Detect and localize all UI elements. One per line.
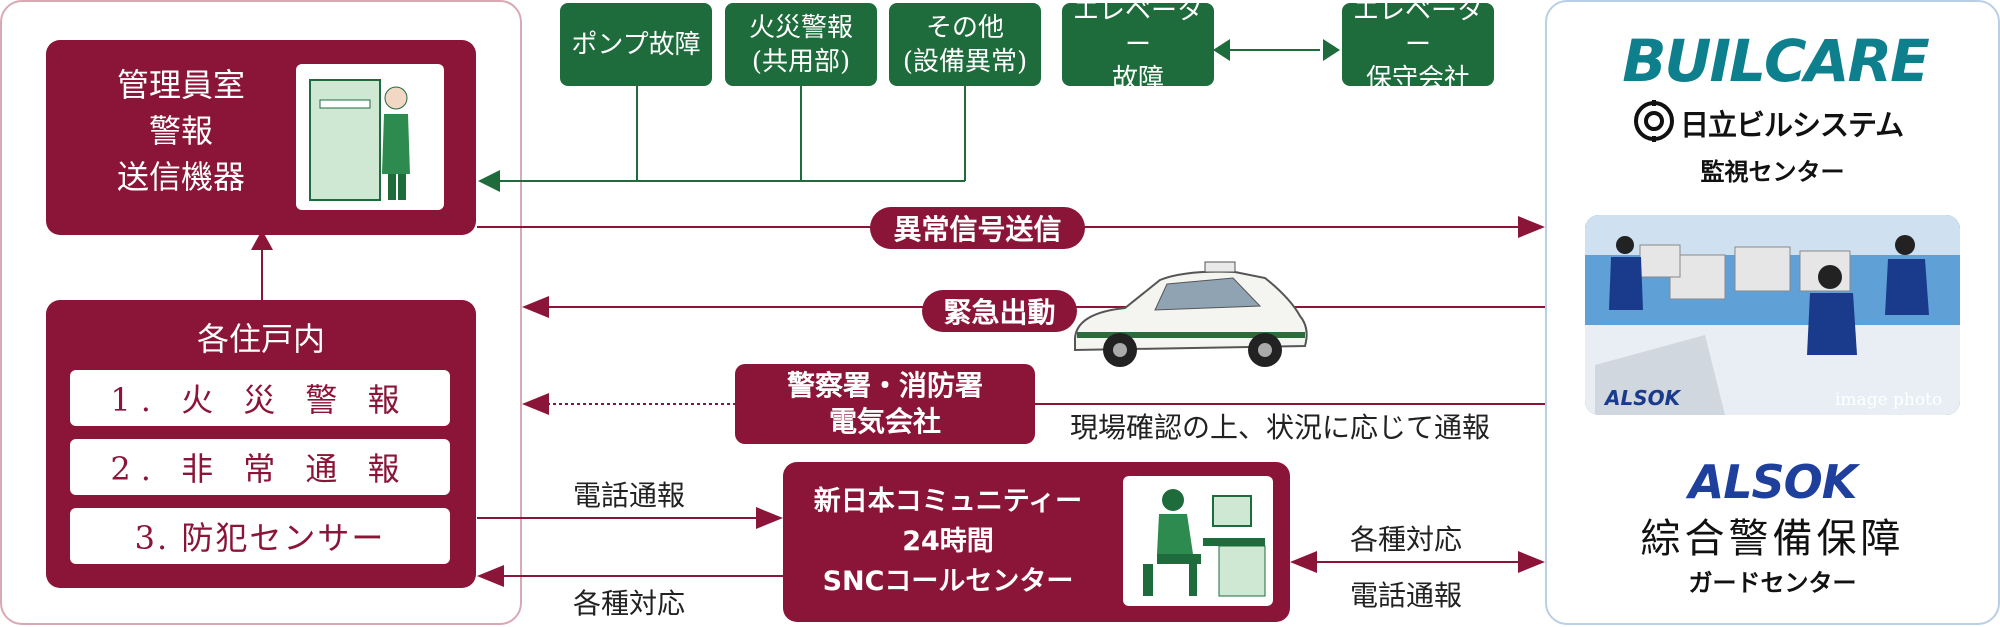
alsok-logo: ALSOK (1688, 455, 1858, 509)
site-check-note: 現場確認の上、状況に応じて通報 (1070, 411, 1491, 444)
residence-item-fire-alarm: 1. 火 災 警 報 (70, 370, 450, 426)
call-center-box: 新日本コミュニティー 24時間 SNCコールセンター (783, 462, 1290, 622)
security-company-panel (1545, 0, 2000, 625)
monitoring-room-illustration: ALSOK (1585, 215, 1960, 415)
other-equipment-box: その他 (設備異常) (889, 3, 1041, 86)
management-office-title: 管理員室 警報 送信機器 (116, 66, 245, 196)
emergency-dispatch-label: 緊急出動 (922, 290, 1077, 332)
residence-item-crime-sensor: 3. 防犯センサー (70, 508, 450, 564)
patrol-car-icon (1074, 261, 1308, 367)
alarm-device-illustration (296, 64, 444, 210)
monitoring-center-label: 監視センター (1700, 158, 1845, 186)
buil-care-logo: BUILCARE (1622, 27, 1930, 95)
residence-box: 各住戸内 1. 火 災 警 報 2. 非 常 通 報 3. 防犯センサー (46, 300, 476, 588)
residence-item-emergency-call: 2. 非 常 通 報 (70, 439, 450, 495)
response-label: 各種対応 (573, 587, 686, 620)
alarm-panel-icon (309, 79, 410, 201)
svg-text:ALSOK: ALSOK (1603, 386, 1682, 410)
management-office-box: 管理員室 警報 送信機器 (46, 40, 476, 235)
monitoring-room-photo: ALSOK (1585, 215, 1960, 415)
operator-illustration (1123, 476, 1273, 606)
call-center-title: 新日本コミュニティー 24時間 SNCコールセンター (813, 486, 1083, 597)
elevator-maintenance-company-box: エレベーター 保守会社 (1342, 0, 1494, 94)
guard-center-label: ガードセンター (1688, 569, 1857, 597)
elevator-fault-box: エレベーター 故障 (1062, 0, 1214, 94)
phone-report-label: 電話通報 (573, 479, 686, 512)
hitachi-building-systems-name: 日立ビルシステム (1680, 108, 1904, 142)
hitachi-emblem-icon (1633, 100, 1675, 142)
pump-fault-box: ポンプ故障 (560, 3, 712, 86)
residence-title: 各住戸内 (196, 320, 325, 358)
building-panel (0, 0, 522, 625)
police-fire-electric-box: 警察署・消防署 電気会社 (735, 364, 1035, 444)
right-response-label: 各種対応 (1350, 523, 1463, 556)
operator-desk-icon (1143, 489, 1266, 597)
image-photo-caption: image photo (1835, 390, 1943, 410)
alsok-company-name: 綜合警備保障 (1640, 516, 1905, 562)
right-phone-label: 電話通報 (1350, 579, 1463, 612)
fire-alarm-common-box: 火災警報 (共用部) (725, 3, 877, 86)
abnormal-signal-label: 異常信号送信 (870, 207, 1085, 249)
